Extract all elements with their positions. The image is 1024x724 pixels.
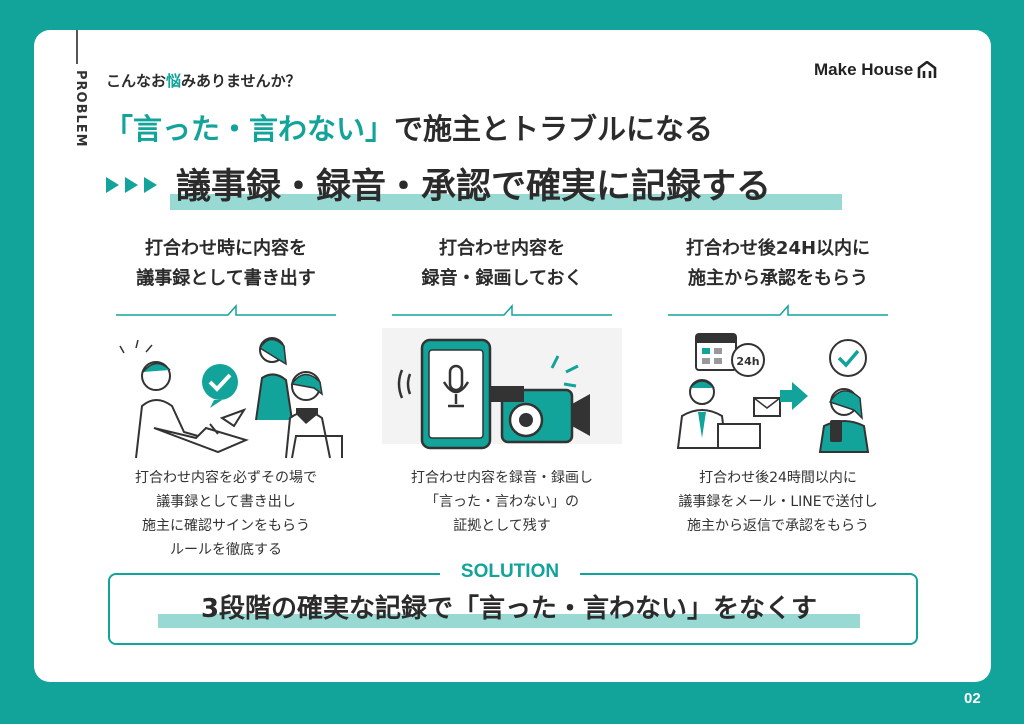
speech-bubble-divider [668,302,888,321]
side-label: PROBLEM [73,70,88,148]
solution-highlight [158,614,860,628]
page-number: 02 [964,690,981,707]
column-title: 打合わせ内容を録音・録画しておく [421,238,583,289]
column-description: 打合わせ内容を必ずその場で議事録として書き出し施主に確認サインをもらうルールを徹… [135,470,317,558]
page-card: PROBLEM こんなお悩みありませんか？ Make House 「言った・言わ… [34,30,991,682]
headline: 「言った・言わない」で施主とトラブルになる [104,112,714,146]
column-title: 打合わせ時に内容を議事録として書き出す [136,238,316,289]
speech-bubble-divider [116,302,336,321]
phone-camera-illustration-icon [382,328,622,450]
column-description: 打合わせ後24時間以内に議事録をメール・LINEで送付し施主から返信で承認をもら… [678,470,878,534]
column-recording: 打合わせ内容を録音・録画しておく 打合わせ内容を録音・録画し「言った・言わない」… [372,234,632,534]
column-approval: 打合わせ後24H以内に施主から承認をもらう 24h [648,234,908,534]
badge-24h-text: 24h [736,355,759,368]
intro-text: こんなお悩みありませんか？ [106,72,301,90]
speech-bubble-divider [392,302,612,321]
column-minutes: 打合わせ時に内容を議事録として書き出す 打合わせ内容を必ずその場で議事録 [96,234,356,558]
side-divider [76,30,78,64]
column-title: 打合わせ後24H以内に施主から承認をもらう [685,238,871,289]
subtitle-highlight [170,194,842,210]
house-icon [917,61,937,78]
solution-label: SOLUTION [440,561,580,583]
column-description: 打合わせ内容を録音・録画し「言った・言わない」の証拠として残す [411,470,593,534]
subtitle: 議事録・録音・承認で確実に記録する [176,167,772,207]
meeting-illustration-icon [119,337,343,459]
triple-arrow-icon [106,176,162,198]
approval-illustration-icon: 24h [676,333,870,453]
make-house-logo: Make House [814,60,937,80]
solution-text: 3段階の確実な記録で「言った・言わない」をなくす [200,594,818,624]
